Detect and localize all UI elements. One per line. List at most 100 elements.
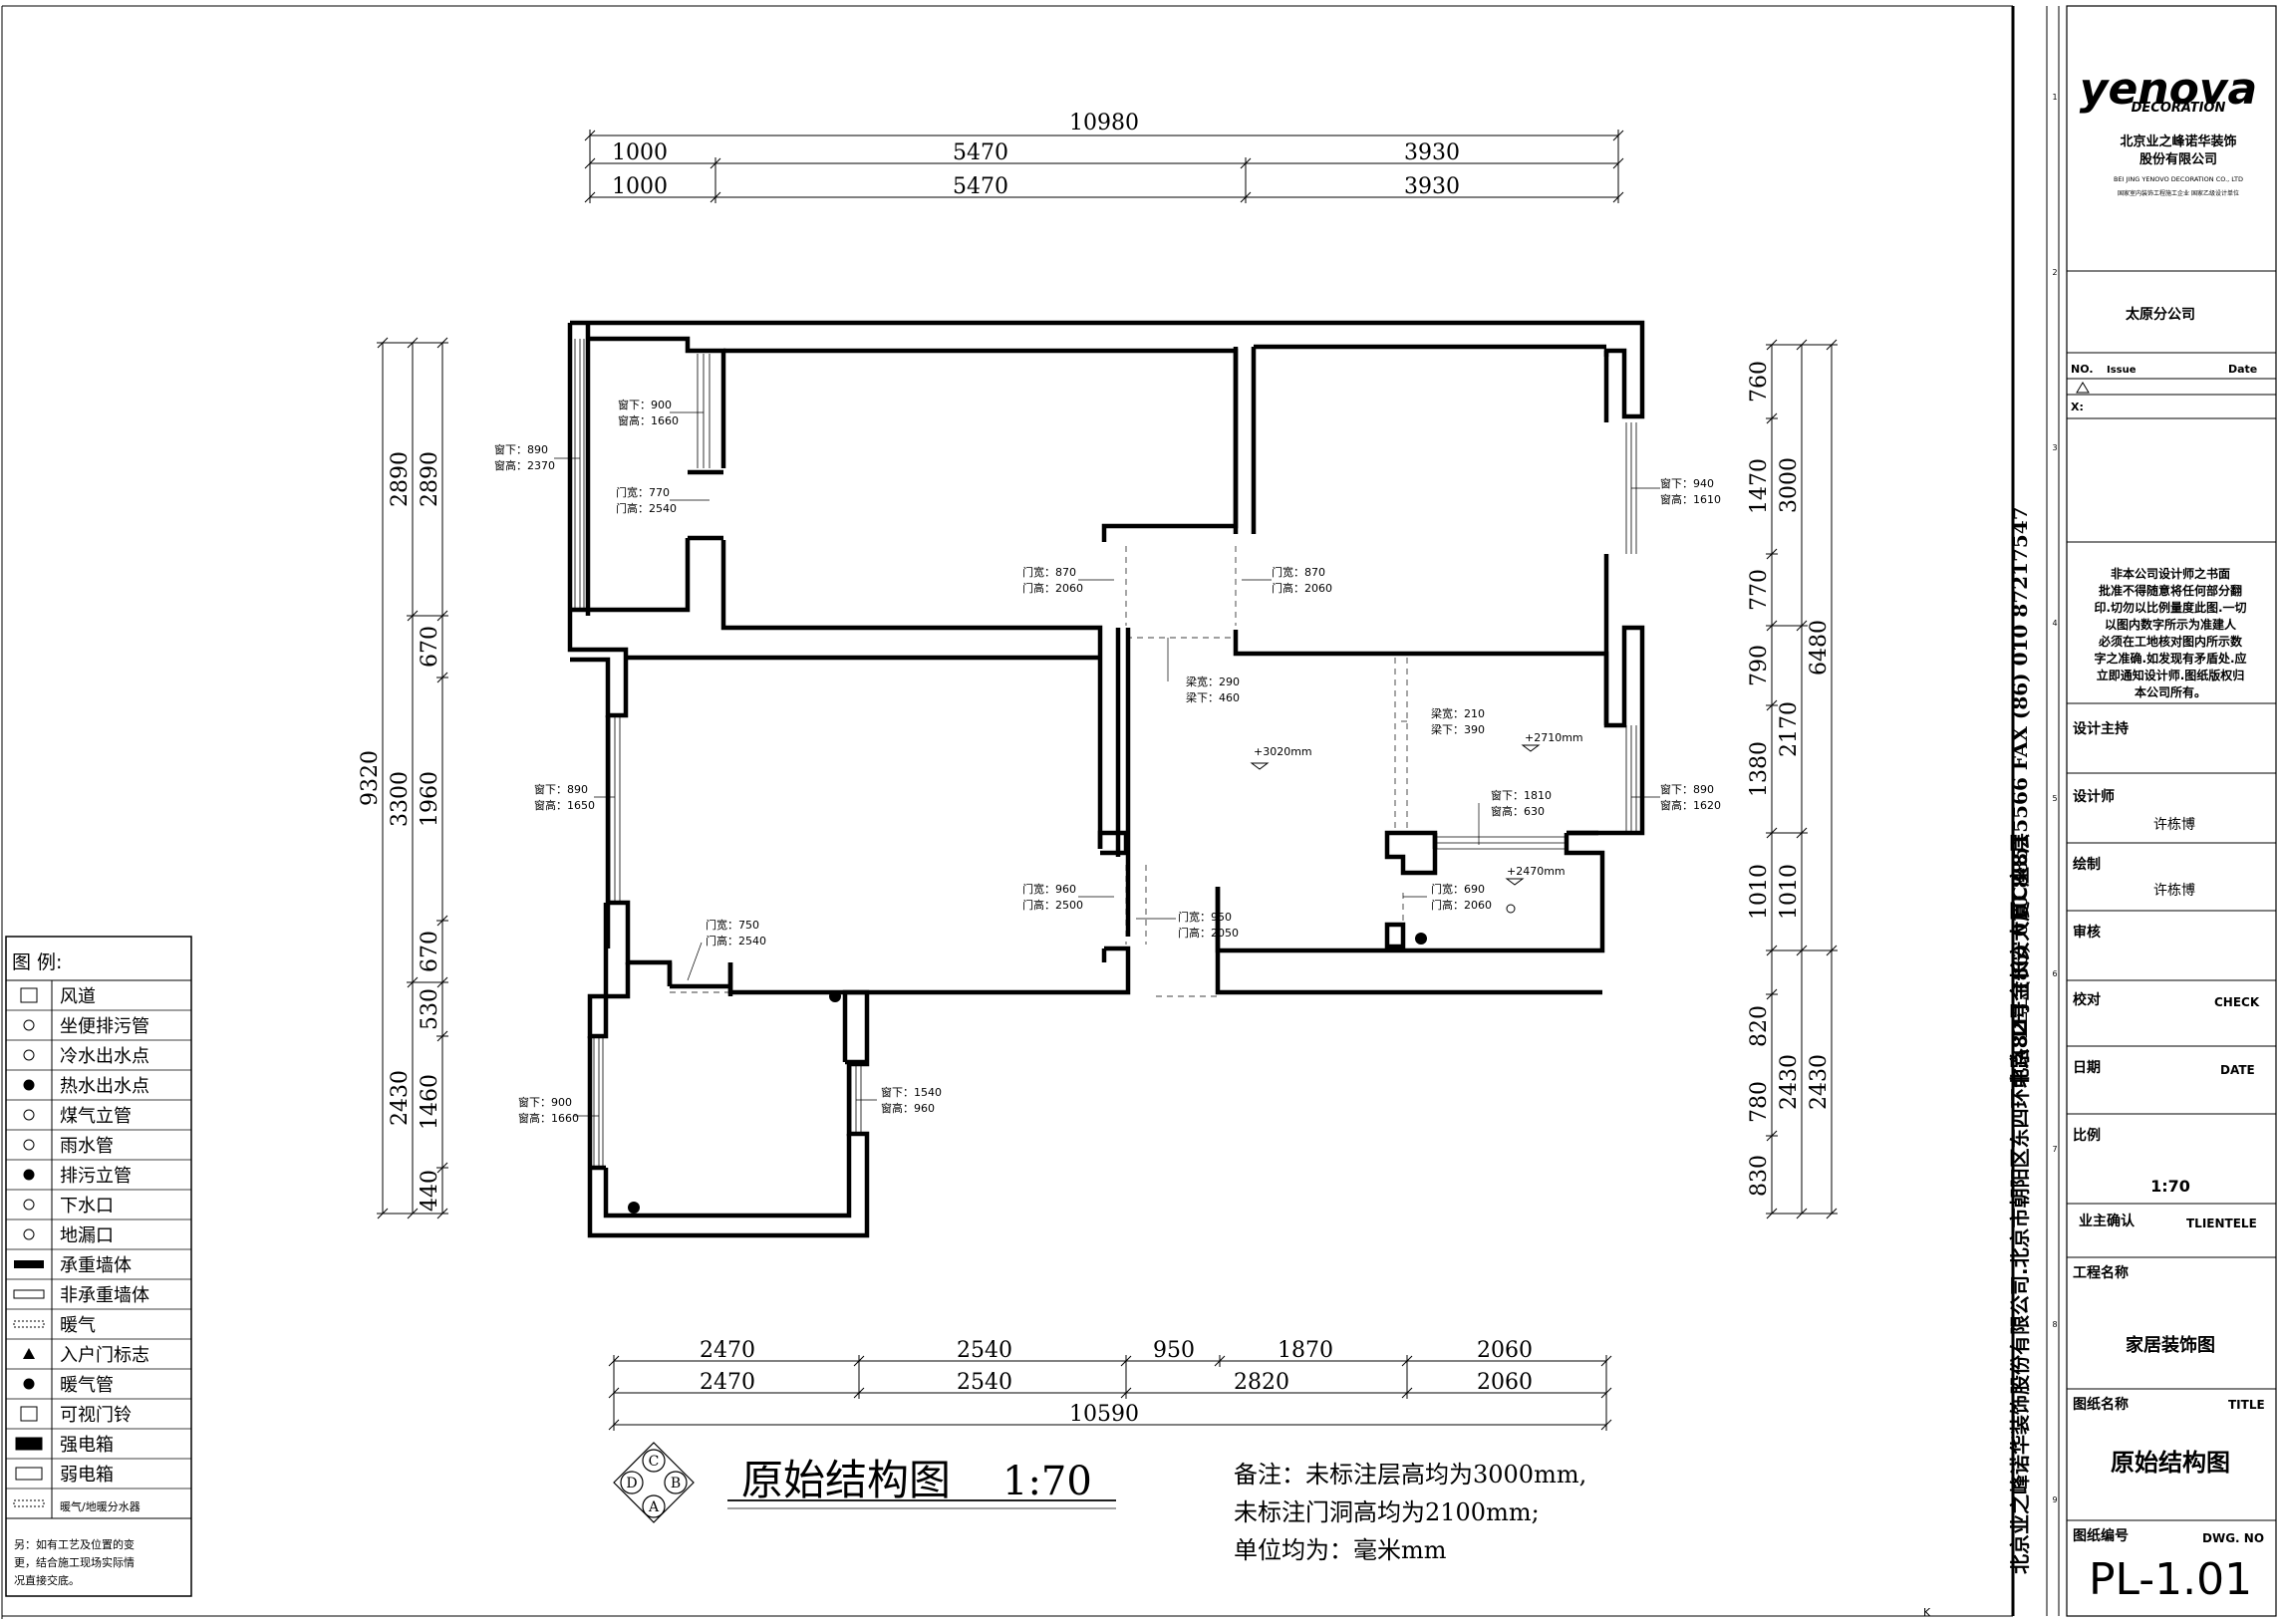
legend-symbol-icon bbox=[23, 1079, 35, 1091]
drain-stack-icon bbox=[829, 990, 841, 1002]
notice-text: 非本公司设计师之书面批准不得随意将任何部分翻印.切勿以比例量度此图.一切以图内数… bbox=[2094, 566, 2246, 699]
dimensions-left bbox=[377, 337, 448, 1219]
anno-beam: 梁宽：290 bbox=[1186, 675, 1240, 688]
date-label: Date bbox=[2228, 363, 2257, 376]
notice-line: 立即通知设计师.图纸版权归 bbox=[2097, 668, 2245, 682]
check-en: CHECK bbox=[2214, 995, 2260, 1009]
anno-door: 门高：2500 bbox=[1022, 898, 1083, 912]
notice-line: 本公司所有。 bbox=[2135, 684, 2206, 699]
anno-window: 窗高：2370 bbox=[494, 458, 555, 472]
dim-label: 2060 bbox=[1477, 1370, 1533, 1395]
contact-text: 北京 TEL (86) 010 88515566 FAX (86) 010 87… bbox=[2008, 506, 2032, 1088]
dim-label: 10980 bbox=[1069, 111, 1139, 135]
remarks: 备注：未标注层高均为3000mm, 未标注门洞高均为2100mm; 单位均为：毫… bbox=[1234, 1461, 1586, 1564]
designer-label: 设计师 bbox=[2073, 788, 2115, 805]
drawing-number-value: PL-1.01 bbox=[2089, 1554, 2252, 1605]
legend-item-label: 暖气管 bbox=[60, 1375, 114, 1396]
anno-door: 门高：2540 bbox=[616, 501, 677, 515]
anno-window: 窗高：1650 bbox=[534, 798, 595, 812]
legend-footnote: 况直接交底。 bbox=[14, 1573, 80, 1587]
legend-symbol-icon bbox=[23, 1378, 35, 1390]
anno-door: 门高：2050 bbox=[1178, 926, 1239, 940]
dim-label: 2470 bbox=[700, 1338, 755, 1363]
anno-window: 窗下：900 bbox=[618, 398, 672, 411]
remark-line: 单位均为：毫米mm bbox=[1234, 1536, 1447, 1564]
anno-window: 窗下：890 bbox=[494, 442, 548, 456]
dim-label: 1010 bbox=[1747, 864, 1772, 920]
dim-label: 2170 bbox=[1777, 701, 1802, 757]
anno-door: 门高：2060 bbox=[1022, 581, 1083, 595]
anno-window: 窗下：940 bbox=[1660, 476, 1714, 490]
notice-line: 以图内数字所示为准建人 bbox=[2105, 617, 2237, 632]
compass-label: B bbox=[671, 1476, 681, 1491]
legend-item-label: 冷水出水点 bbox=[60, 1046, 149, 1067]
dim-label: 2890 bbox=[388, 451, 413, 507]
anno-door: 门宽：690 bbox=[1431, 882, 1485, 896]
dim-label: 2430 bbox=[1807, 1054, 1832, 1110]
dimensions-top bbox=[584, 130, 1624, 203]
legend-rows: 风道坐便排污管冷水出水点热水出水点煤气立管雨水管排污立管下水口地漏口承重墙体非承… bbox=[6, 986, 191, 1519]
anno-level: +2710mm bbox=[1525, 731, 1583, 744]
no-label: NO. bbox=[2071, 363, 2094, 376]
level-marker-icon bbox=[1250, 762, 1270, 770]
legend-item-label: 雨水管 bbox=[60, 1136, 114, 1157]
company-name: 股份有限公司 bbox=[2139, 151, 2217, 167]
anno-door: 门宽：950 bbox=[1178, 910, 1232, 924]
project-label: 工程名称 bbox=[2073, 1264, 2129, 1281]
dim-label: 1010 bbox=[1777, 864, 1802, 920]
legend-item-label: 弱电箱 bbox=[60, 1465, 114, 1486]
anno-window: 窗高：1620 bbox=[1660, 798, 1721, 812]
anno-window: 窗高：1660 bbox=[518, 1111, 579, 1125]
dim-label: 5470 bbox=[953, 140, 1008, 165]
anno-door: 门高：2060 bbox=[1272, 581, 1332, 595]
remark-line: 未标注门洞高均为2100mm; bbox=[1234, 1498, 1540, 1526]
owner-en: TLIENTELE bbox=[2186, 1217, 2257, 1230]
company-name: 北京业之峰诺华装饰 bbox=[2120, 134, 2236, 149]
anno-window: 窗高：630 bbox=[1491, 804, 1545, 818]
legend-item-label: 排污立管 bbox=[60, 1166, 132, 1187]
dim-label: 9320 bbox=[358, 750, 383, 806]
legend-symbol-icon bbox=[20, 1406, 38, 1422]
legend-symbol-icon bbox=[23, 1109, 35, 1121]
leader-lines bbox=[554, 411, 1660, 1117]
drawing-name-label: 图纸名称 bbox=[2073, 1396, 2129, 1413]
dim-label: 6480 bbox=[1807, 620, 1832, 676]
dim-label: 1870 bbox=[1278, 1338, 1333, 1363]
dim-label: 830 bbox=[1747, 1155, 1772, 1197]
toilet-drain-icon bbox=[1506, 904, 1516, 914]
legend-symbol-icon bbox=[23, 1049, 35, 1061]
dim-label: 2540 bbox=[957, 1338, 1012, 1363]
legend-item-label: 热水出水点 bbox=[60, 1076, 149, 1097]
ruler-tick-label: 7 bbox=[2052, 1145, 2057, 1154]
legend: 图 例: 风道坐便排污管冷水出水点热水出水点煤气立管雨水管排污立管下水口地漏口承… bbox=[5, 936, 192, 1597]
fixtures bbox=[628, 744, 1541, 1214]
wall-outline bbox=[567, 320, 1645, 1238]
dim-label: 2890 bbox=[418, 451, 442, 507]
dim-label: 3930 bbox=[1404, 174, 1460, 199]
branch-name: 太原分公司 bbox=[2126, 306, 2195, 323]
anno-window: 窗下：890 bbox=[1660, 782, 1714, 796]
ruler-tick-label: 9 bbox=[2052, 1495, 2057, 1504]
ruler-tick-label: 4 bbox=[2052, 619, 2057, 628]
review-label: 审核 bbox=[2073, 924, 2101, 941]
dim-label: 3000 bbox=[1777, 457, 1802, 513]
dim-label: 760 bbox=[1747, 361, 1772, 403]
anno-door: 门宽：750 bbox=[706, 918, 759, 932]
drawing-name: 原始结构图 bbox=[741, 1456, 951, 1504]
drawing-number-label: 图纸编号 bbox=[2073, 1527, 2129, 1544]
drain-stack-icon bbox=[1415, 933, 1427, 945]
anno-beam: 梁下：390 bbox=[1431, 722, 1485, 736]
logo-main: yenova bbox=[2080, 64, 2257, 115]
legend-item-label: 可视门铃 bbox=[60, 1405, 132, 1426]
dim-label: 3300 bbox=[388, 771, 413, 827]
ruler-tick-label: 6 bbox=[2052, 969, 2057, 978]
legend-item-label: 风道 bbox=[60, 986, 96, 1007]
anno-window: 窗下：900 bbox=[518, 1095, 572, 1109]
issue-label: Issue bbox=[2107, 365, 2137, 376]
ruler-tick-label: 3 bbox=[2052, 443, 2057, 452]
legend-item-label: 入户门标志 bbox=[60, 1345, 149, 1366]
dim-label: 670 bbox=[418, 626, 442, 668]
legend-symbol-icon bbox=[23, 1019, 35, 1031]
date-en-label: DATE bbox=[2220, 1063, 2255, 1077]
